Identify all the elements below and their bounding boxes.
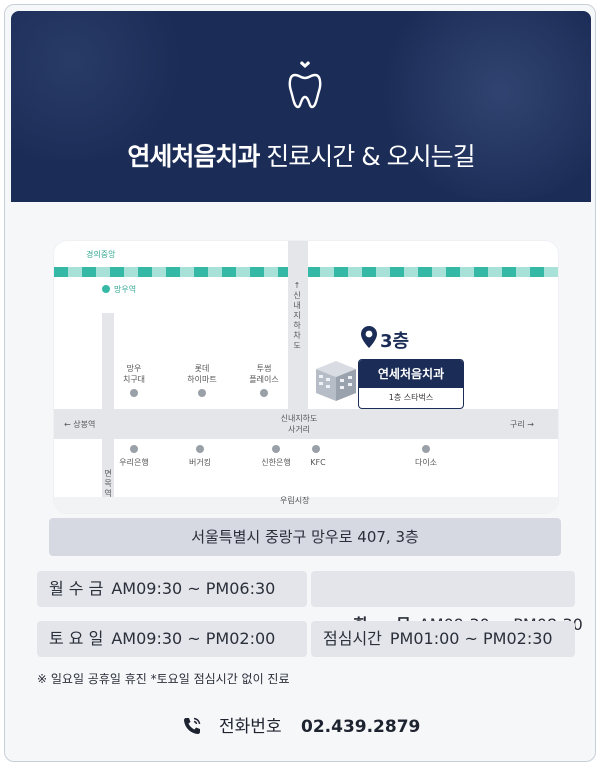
left-road [102, 313, 114, 513]
poi-label: 버거킹 [188, 458, 212, 467]
poi-label: 투썸 플레이스 [249, 364, 279, 384]
phone-label: 전화번호 [219, 717, 282, 737]
poi-dot [130, 389, 138, 397]
poi-label: 다이소 [414, 458, 438, 467]
vertical-road [288, 241, 308, 409]
left-vertical-label: 면목역 [104, 469, 112, 498]
phone-line: 전화번호 02.439.2879 [11, 712, 591, 737]
poi-label: 신한은행 [261, 458, 291, 467]
poi-label: 롯데 하이마트 [187, 364, 217, 384]
phone-number[interactable]: 02.439.2879 [301, 717, 421, 737]
poi-dot [198, 389, 206, 397]
address-bar: 서울특별시 중랑구 망우로 407, 3층 [49, 518, 561, 556]
building-icon [316, 361, 356, 401]
clinic-marker: 연세처음치과 1층 스타벅스 [358, 359, 464, 409]
poi-dot [272, 445, 280, 453]
station-dot [102, 285, 110, 293]
vertical-road-label: ↑신내지하차도 [293, 281, 301, 350]
location-map: 경의중앙 망우역 ↑신내지하차도 망우 치구대 롯데 하이마트 투썸 플레이스 … [53, 240, 559, 514]
clinic-marker-name: 연세처음치과 [359, 360, 463, 388]
poi-dot [422, 445, 430, 453]
header-banner: 연세처음치과 진료시간 & 오시는길 [11, 11, 591, 202]
poi-label: 망우 치구대 [122, 364, 146, 384]
poi-dot [196, 445, 204, 453]
market-label: 우림시장 [280, 496, 310, 505]
poi-dot [130, 445, 138, 453]
floor-label: 3층 [380, 331, 410, 352]
station-label: 망우역 [114, 285, 137, 294]
content-area: 경의중앙 망우역 ↑신내지하차도 망우 치구대 롯데 하이마트 투썸 플레이스 … [11, 202, 591, 757]
closed-notice: ※ 일요일 공휴일 휴진 *토요일 점심시간 없이 진료 [37, 672, 290, 686]
left-road-label: ← 상봉역 [64, 420, 96, 429]
main-road [54, 409, 558, 439]
clinic-marker-sub: 1층 스타벅스 [388, 393, 434, 402]
phone-icon [183, 717, 200, 734]
tooth-heart-icon [288, 61, 322, 109]
rail-line-label: 경의중앙 [86, 250, 116, 259]
bottom-road [54, 497, 558, 513]
poi-dot [260, 389, 268, 397]
poi-label: 우리은행 [119, 458, 149, 467]
location-pin-icon [361, 326, 377, 348]
hours-row: 화 목AM09:30 ~ PM08:30 [311, 571, 583, 634]
info-card: 연세처음치과 진료시간 & 오시는길 경의중앙 망우역 ↑신내지하차도 망우 치… [4, 4, 596, 762]
poi-dot [312, 445, 320, 453]
page-title: 연세처음치과 진료시간 & 오시는길 [127, 142, 475, 171]
right-road-label: 구리 → [510, 420, 534, 429]
poi-label: KFC [310, 458, 326, 467]
intersection-label: 신내지하도 사거리 [280, 414, 318, 434]
